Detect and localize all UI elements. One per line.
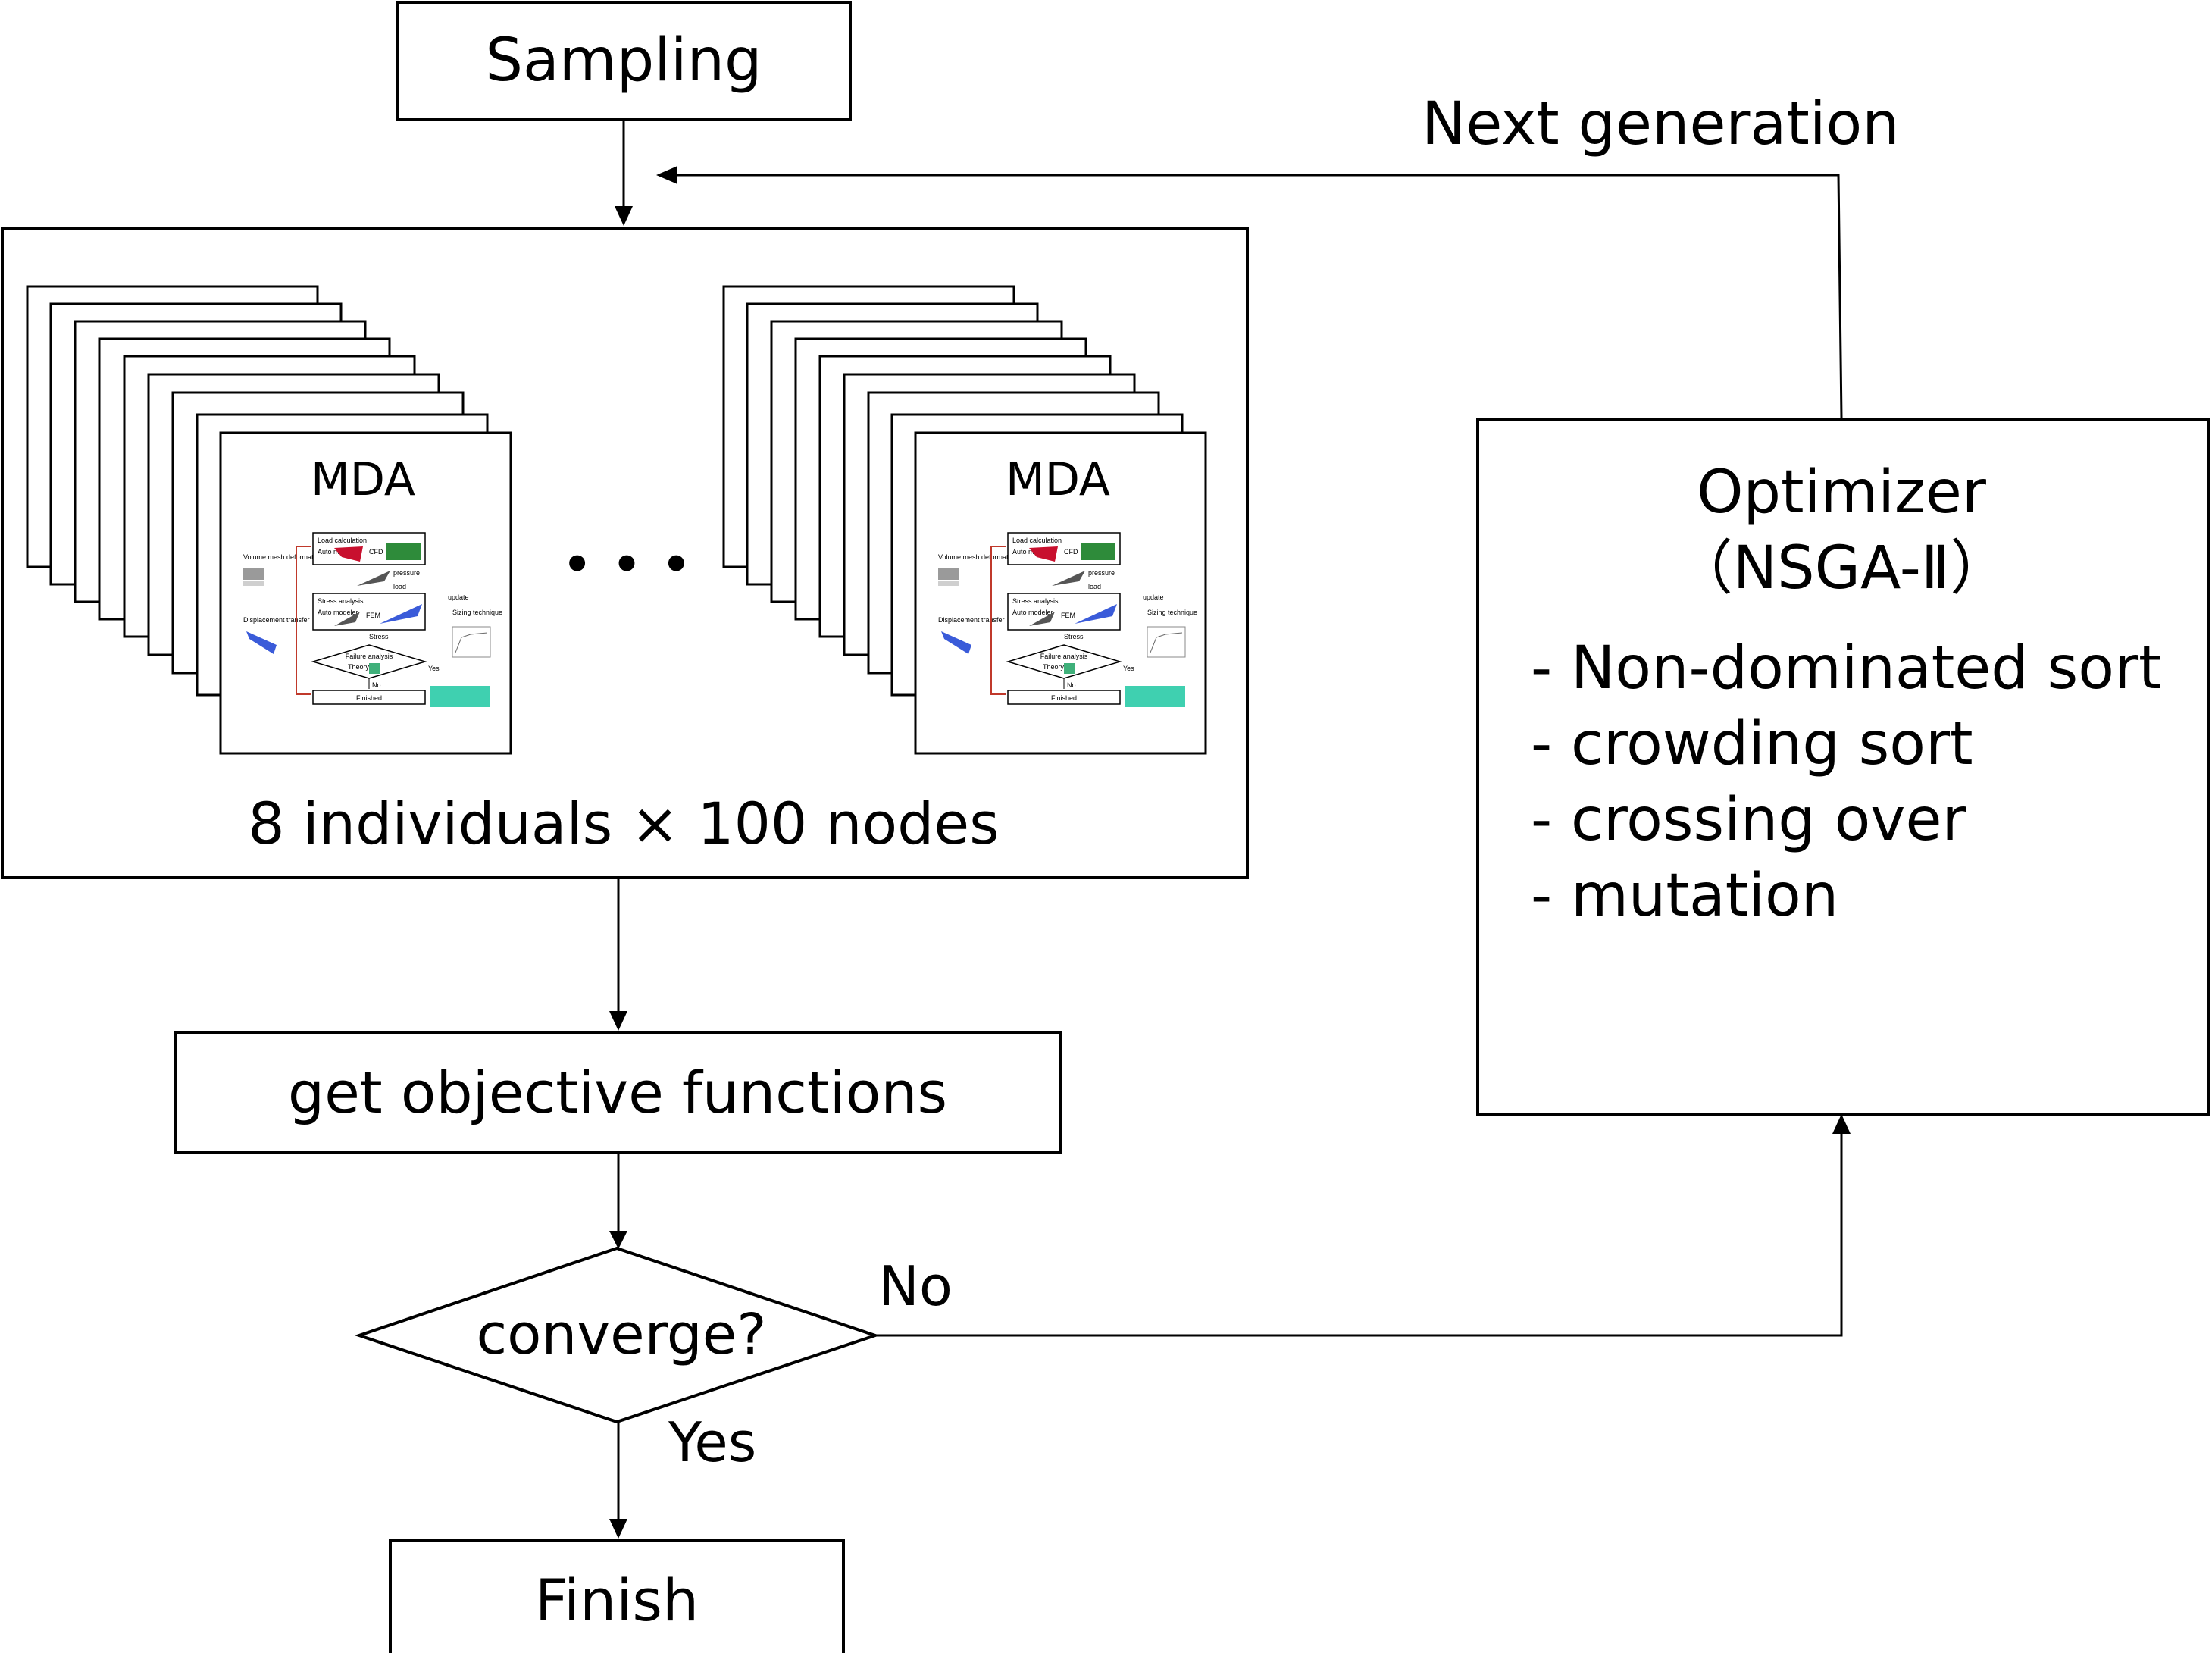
svg-text:Finished: Finished	[1051, 694, 1077, 702]
arrow-decision-to-finish	[609, 1423, 627, 1539]
svg-text:Auto mesher: Auto mesher	[1012, 548, 1051, 556]
arrow-optimizer-to-sampling	[656, 166, 1843, 418]
svg-text:Auto modeler: Auto modeler	[318, 609, 358, 616]
svg-text:No: No	[1067, 681, 1076, 689]
svg-text:FEM: FEM	[1061, 612, 1075, 619]
cfd-image	[1081, 543, 1115, 560]
next-generation-label: Next generation	[1422, 90, 1900, 158]
svg-text:Theory: Theory	[1043, 663, 1065, 671]
svg-text:Stress: Stress	[1064, 633, 1084, 640]
optimizer-subtitle: （NSGA-Ⅱ）	[1674, 534, 2009, 603]
mda-card-left: MDA Volume mesh deformation Displacement…	[243, 453, 502, 707]
mda-title: MDA	[1006, 453, 1110, 506]
mda-title: MDA	[311, 453, 415, 506]
svg-text:Yes: Yes	[428, 665, 440, 672]
sizing-chart	[452, 626, 491, 658]
fem-image	[1075, 604, 1117, 624]
population-caption: 8 individuals × 100 nodes	[248, 790, 999, 857]
ellipsis: • • •	[561, 533, 692, 596]
converge-label: converge?	[476, 1302, 766, 1367]
svg-text:update: update	[1143, 593, 1164, 601]
optimizer-step: - crossing over	[1531, 786, 1966, 854]
volume-mesh-label: Volume mesh deformation	[938, 553, 1018, 561]
svg-text:pressure: pressure	[393, 569, 420, 577]
arrow-population-to-objective	[609, 879, 627, 1031]
svg-text:pressure: pressure	[1088, 569, 1115, 577]
optimizer-step: - Non-dominated sort	[1531, 634, 2162, 703]
objective-label: get objective functions	[288, 1059, 947, 1126]
no-label: No	[878, 1254, 953, 1318]
mesh-image	[938, 568, 959, 580]
svg-text:Load calculation: Load calculation	[1012, 537, 1062, 544]
sizing-chart	[1147, 626, 1186, 658]
optimizer-node: Optimizer （NSGA-Ⅱ） - Non-dominated sort …	[1476, 418, 2210, 1116]
mda-thumbnail: Volume mesh deformation Displacement tra…	[243, 532, 502, 707]
svg-text:Stress: Stress	[369, 633, 389, 640]
svg-text:CFD: CFD	[1064, 548, 1078, 556]
arrow-decision-to-optimizer	[875, 1114, 1851, 1337]
optimizer-step: - crowding sort	[1531, 710, 1973, 778]
svg-text:Sizing technique: Sizing technique	[452, 609, 502, 616]
svg-text:Finished: Finished	[356, 694, 382, 702]
displacement-wing-icon	[941, 631, 971, 654]
svg-text:No: No	[372, 681, 381, 689]
sampling-label: Sampling	[485, 27, 762, 95]
optimizer-step: - mutation	[1531, 862, 1838, 930]
arrow-objective-to-decision	[609, 1154, 627, 1249]
displacement-label: Displacement transfer	[938, 616, 1005, 624]
volume-mesh-label: Volume mesh deformation	[243, 553, 323, 561]
svg-text:FEM: FEM	[366, 612, 380, 619]
objective-node: get objective functions	[174, 1031, 1062, 1154]
wing-icon	[1029, 546, 1058, 562]
mesh-image	[243, 568, 264, 580]
svg-text:load: load	[393, 583, 406, 590]
displacement-wing-icon	[246, 631, 277, 654]
optimizer-title: Optimizer	[1697, 459, 1987, 527]
mda-card-right: MDA Volume mesh deformation Displacement…	[938, 453, 1197, 707]
wing-icon	[334, 546, 363, 562]
svg-text:Load calculation: Load calculation	[318, 537, 367, 544]
finish-node: Finish	[389, 1539, 845, 1653]
result-mesh-image	[1125, 686, 1185, 707]
svg-text:Yes: Yes	[1123, 665, 1134, 672]
displacement-label: Displacement transfer	[243, 616, 310, 624]
arrow-sampling-to-population	[615, 121, 633, 226]
finish-label: Finish	[535, 1567, 699, 1634]
fem-image	[380, 604, 422, 624]
svg-text:update: update	[448, 593, 469, 601]
svg-text:CFD: CFD	[369, 548, 383, 556]
sampling-node: Sampling	[396, 1, 852, 121]
svg-text:Stress analysis: Stress analysis	[1012, 597, 1059, 605]
svg-text:Auto mesher: Auto mesher	[318, 548, 356, 556]
cfd-image	[386, 543, 421, 560]
svg-text:load: load	[1088, 583, 1101, 590]
svg-text:Sizing technique: Sizing technique	[1147, 609, 1197, 616]
svg-text:Failure analysis: Failure analysis	[1040, 653, 1088, 660]
svg-text:Stress analysis: Stress analysis	[318, 597, 364, 605]
svg-text:Failure analysis: Failure analysis	[346, 653, 393, 660]
yes-label: Yes	[668, 1410, 756, 1474]
svg-text:Theory: Theory	[348, 663, 370, 671]
mda-thumbnail: Volume mesh deformation Displacement tra…	[938, 532, 1197, 707]
svg-text:Auto modeler: Auto modeler	[1012, 609, 1053, 616]
result-mesh-image	[430, 686, 490, 707]
converge-decision: converge?	[354, 1246, 881, 1424]
